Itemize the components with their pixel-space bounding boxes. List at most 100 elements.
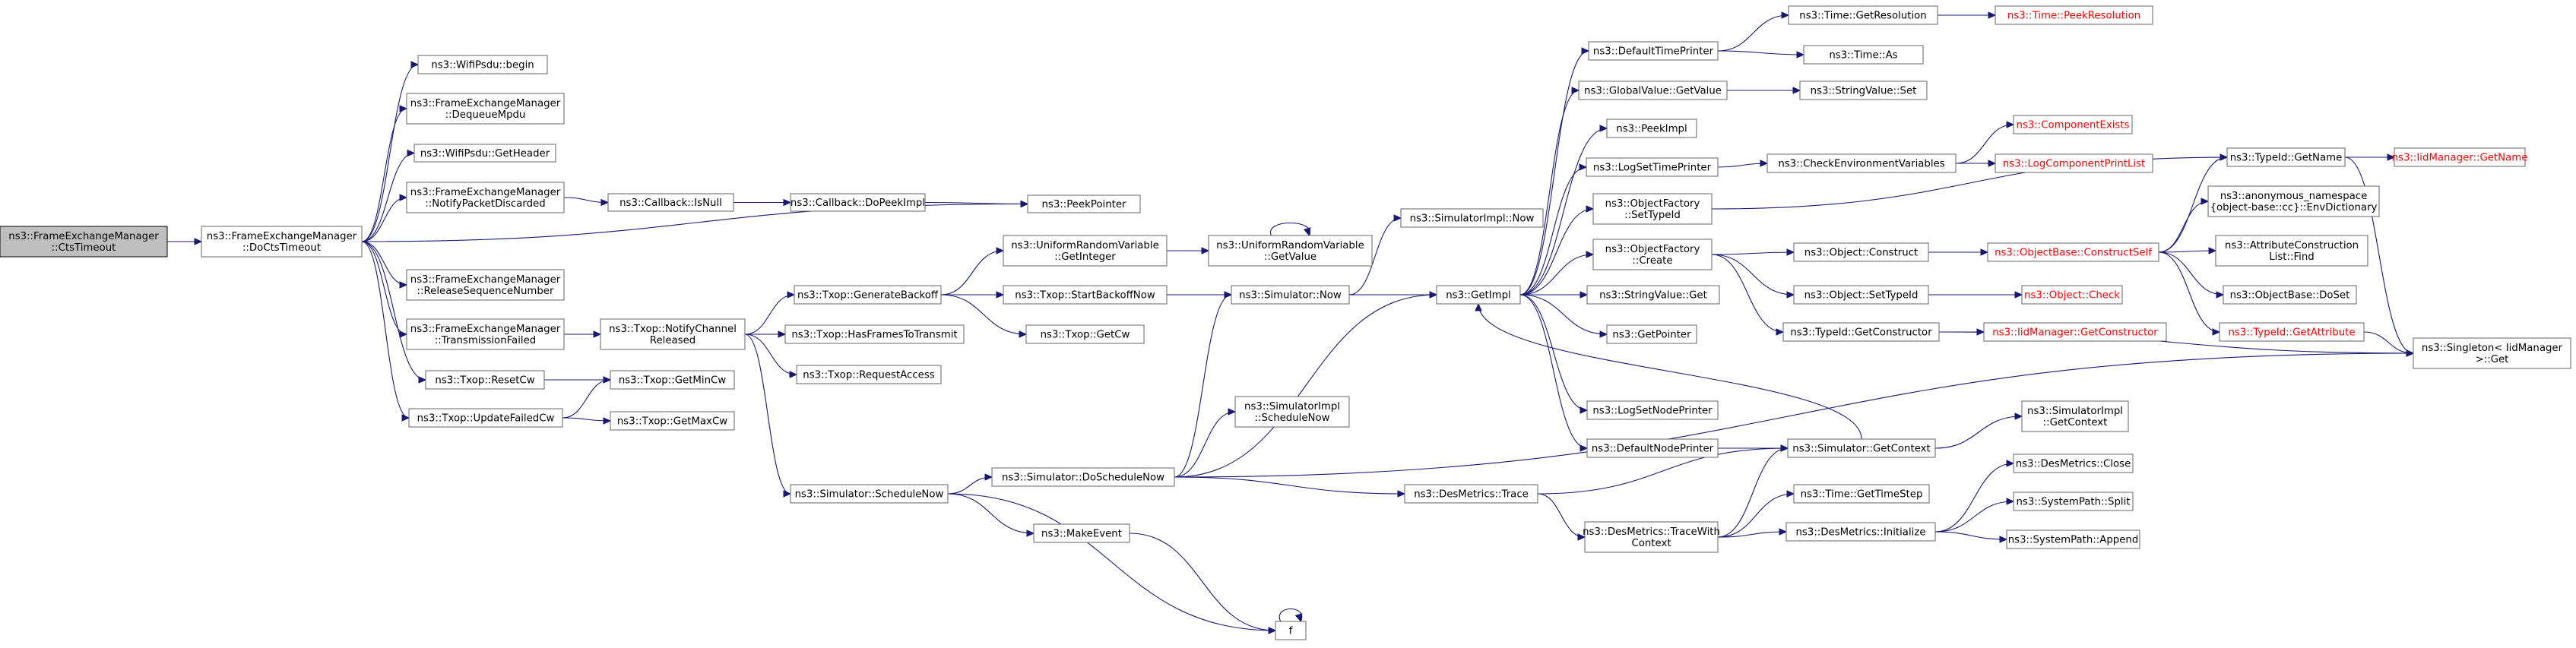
node-simnow[interactable]: ns3::Simulator::Now (1231, 285, 1350, 305)
node-spsplit[interactable]: ns3::SystemPath::Split (2013, 492, 2134, 511)
arrowhead-icon (789, 371, 798, 378)
node-resetcw[interactable]: ns3::Txop::ResetCw (425, 370, 545, 390)
node-getres[interactable]: ns3::Time::GetResolution (1788, 5, 1938, 25)
node-getmin[interactable]: ns3::Txop::GetMinCw (610, 370, 735, 390)
edge-line (1348, 217, 1402, 296)
node-unigetval[interactable]: ns3::UniformRandomVariable::GetValue (1208, 235, 1373, 267)
node-dopeek[interactable]: ns3::Callback::DoPeekImpl (790, 193, 926, 212)
node-updcw[interactable]: ns3::Txop::UpdateFailedCw (408, 408, 563, 428)
node-label: ns3::GlobalValue::GetValue (1584, 86, 1722, 97)
node-box (1027, 194, 1141, 213)
node-f[interactable]: f (1275, 621, 1307, 640)
node-gethdr[interactable]: ns3::WifiPsdu::GetHeader (413, 144, 556, 163)
edge-line (1174, 294, 1232, 478)
node-doschednow[interactable]: ns3::Simulator::DoScheduleNow (991, 467, 1175, 487)
edge-line (1537, 493, 1586, 538)
node-schednow[interactable]: ns3::Simulator::ScheduleNow (790, 484, 949, 504)
node-box (1788, 5, 1938, 25)
node-ofsettid[interactable]: ns3::ObjectFactory::SetTypeId (1592, 193, 1713, 225)
node-singleton[interactable]: ns3::Singleton< IidManager>::Get (2413, 337, 2571, 369)
node-desclose[interactable]: ns3::DesMetrics::Close (2013, 454, 2134, 473)
node-deq[interactable]: ns3::FrameExchangeManager::DequeueMpdu (406, 93, 565, 125)
node-getmax[interactable]: ns3::Txop::GetMaxCw (610, 411, 735, 431)
node-simgetctx[interactable]: ns3::Simulator::GetContext (1787, 438, 1936, 458)
arrowhead-icon (1228, 408, 1237, 416)
node-txfail[interactable]: ns3::FrameExchangeManager::TransmissionF… (406, 318, 565, 350)
node-iidgetctor[interactable]: ns3::IidManager::GetConstructor (1983, 322, 2167, 342)
node-ofcreate[interactable]: ns3::ObjectFactory::Create (1592, 239, 1713, 270)
node-defnp[interactable]: ns3::DefaultNodePrinter (1586, 438, 1719, 458)
node-peekptr[interactable]: ns3::PeekPointer (1027, 194, 1141, 213)
node-tidgetname[interactable]: ns3::TypeId::GetName (2226, 147, 2346, 167)
node-simimplctx[interactable]: ns3::SimulatorImpl::GetContext (2021, 400, 2129, 432)
node-logsnp[interactable]: ns3::LogSetNodePrinter (1586, 400, 1719, 420)
node-desinit[interactable]: ns3::DesMetrics::Initialize (1785, 522, 1936, 542)
node-unigetint[interactable]: ns3::UniformRandomVariable::GetInteger (1003, 235, 1168, 267)
node-tidgetctor[interactable]: ns3::TypeId::GetConstructor (1782, 322, 1940, 342)
node-label: ns3::FrameExchangeManager (410, 274, 561, 286)
node-logcpl[interactable]: ns3::LogComponentPrintList (1995, 153, 2153, 173)
node-obdoset[interactable]: ns3::ObjectBase::DoSet (2223, 285, 2357, 305)
node-docts[interactable]: ns3::FrameExchangeManager::DoCtsTimeout (201, 226, 363, 258)
node-simimplsched[interactable]: ns3::SimulatorImpl::ScheduleNow (1234, 396, 1350, 428)
node-peekimpl[interactable]: ns3::PeekImpl (1606, 119, 1697, 138)
node-anonenv[interactable]: ns3::anonymous_namespace{object-base::cc… (2207, 185, 2380, 217)
node-objconstr[interactable]: ns3::Object::Construct (1793, 242, 1929, 262)
node-objcheck[interactable]: ns3::Object::Check (2021, 285, 2123, 305)
node-getptr[interactable]: ns3::GetPointer (1606, 324, 1697, 344)
edge-destrace-to-dtwc (1537, 493, 1586, 541)
node-label: ns3::Txop::StartBackoffNow (1015, 290, 1155, 302)
node-label: Context (1631, 538, 1671, 549)
edge-doschednow-to-destrace (1174, 476, 1406, 498)
node-checkenv[interactable]: ns3::CheckEnvironmentVariables (1766, 153, 1957, 173)
node-hasfr[interactable]: ns3::Txop::HasFramesToTransmit (784, 324, 965, 344)
node-label: ns3::Callback::IsNull (619, 198, 722, 209)
edge-line (1537, 447, 1789, 495)
node-label: ns3::Simulator::GetContext (1792, 444, 1930, 455)
node-peekres[interactable]: ns3::Time::PeekResolution (1995, 5, 2153, 25)
edge-dopeek-to-peekptr (924, 200, 1029, 208)
node-box (1995, 153, 2153, 173)
node-deftp[interactable]: ns3::DefaultTimePrinter (1588, 41, 1719, 61)
edge-tidgetattr-to-singleton (2363, 331, 2415, 357)
edge-dtwc-to-desinit (1717, 528, 1788, 538)
node-logstp[interactable]: ns3::LogSetTimePrinter (1586, 157, 1719, 177)
node-spappend[interactable]: ns3::SystemPath::Append (2006, 529, 2140, 549)
node-strset[interactable]: ns3::StringValue::Set (1799, 81, 1928, 100)
node-genback[interactable]: ns3::Txop::GenerateBackoff (794, 285, 942, 305)
node-timegetts[interactable]: ns3::Time::GetTimeStep (1793, 484, 1930, 504)
node-reqacc[interactable]: ns3::Txop::RequestAccess (796, 365, 942, 384)
arrowhead-icon (2006, 121, 2015, 128)
node-getimpl[interactable]: ns3::GetImpl (1436, 285, 1521, 305)
node-release[interactable]: ns3::FrameExchangeManager::ReleaseSequen… (406, 269, 565, 301)
arrowhead-icon (1999, 536, 2008, 543)
node-gvget[interactable]: ns3::GlobalValue::GetValue (1578, 81, 1728, 100)
node-startback[interactable]: ns3::Txop::StartBackoffNow (1003, 285, 1168, 305)
node-isnull[interactable]: ns3::Callback::IsNull (607, 193, 734, 212)
edge-resetcw-to-getmin (543, 376, 612, 384)
node-label: ns3::TypeId::GetConstructor (1790, 327, 1932, 339)
node-label: ns3::Simulator::ScheduleNow (795, 489, 944, 501)
node-box (413, 144, 556, 163)
node-notify[interactable]: ns3::FrameExchangeManager::NotifyPacketD… (406, 182, 565, 213)
node-iidgetname[interactable]: ns3::IidManager::GetName (2392, 147, 2528, 167)
node-label: List::Find (2269, 251, 2314, 263)
node-objsettid[interactable]: ns3::Object::SetTypeId (1793, 285, 1929, 305)
edge-line (940, 294, 1027, 335)
node-label: >::Get (2476, 354, 2509, 365)
node-begin[interactable]: ns3::WifiPsdu::begin (417, 55, 548, 74)
arrowhead-icon (2220, 153, 2229, 161)
node-timeas[interactable]: ns3::Time::As (1803, 45, 1924, 65)
node-makeev[interactable]: ns3::MakeEvent (1033, 523, 1130, 543)
node-obconstrself[interactable]: ns3::ObjectBase::ConstructSelf (1987, 242, 2159, 262)
node-cts[interactable]: ns3::FrameExchangeManager::CtsTimeout (0, 226, 168, 258)
node-tidgetattr[interactable]: ns3::TypeId::GetAttribute (2219, 322, 2365, 342)
node-strget[interactable]: ns3::StringValue::Get (1586, 285, 1720, 305)
node-getcw[interactable]: ns3::Txop::GetCw (1025, 324, 1145, 344)
node-compexists[interactable]: ns3::ComponentExists (2013, 115, 2133, 134)
node-destrace[interactable]: ns3::DesMetrics::Trace (1404, 484, 1538, 504)
node-simimplnow[interactable]: ns3::SimulatorImpl::Now (1400, 208, 1544, 228)
